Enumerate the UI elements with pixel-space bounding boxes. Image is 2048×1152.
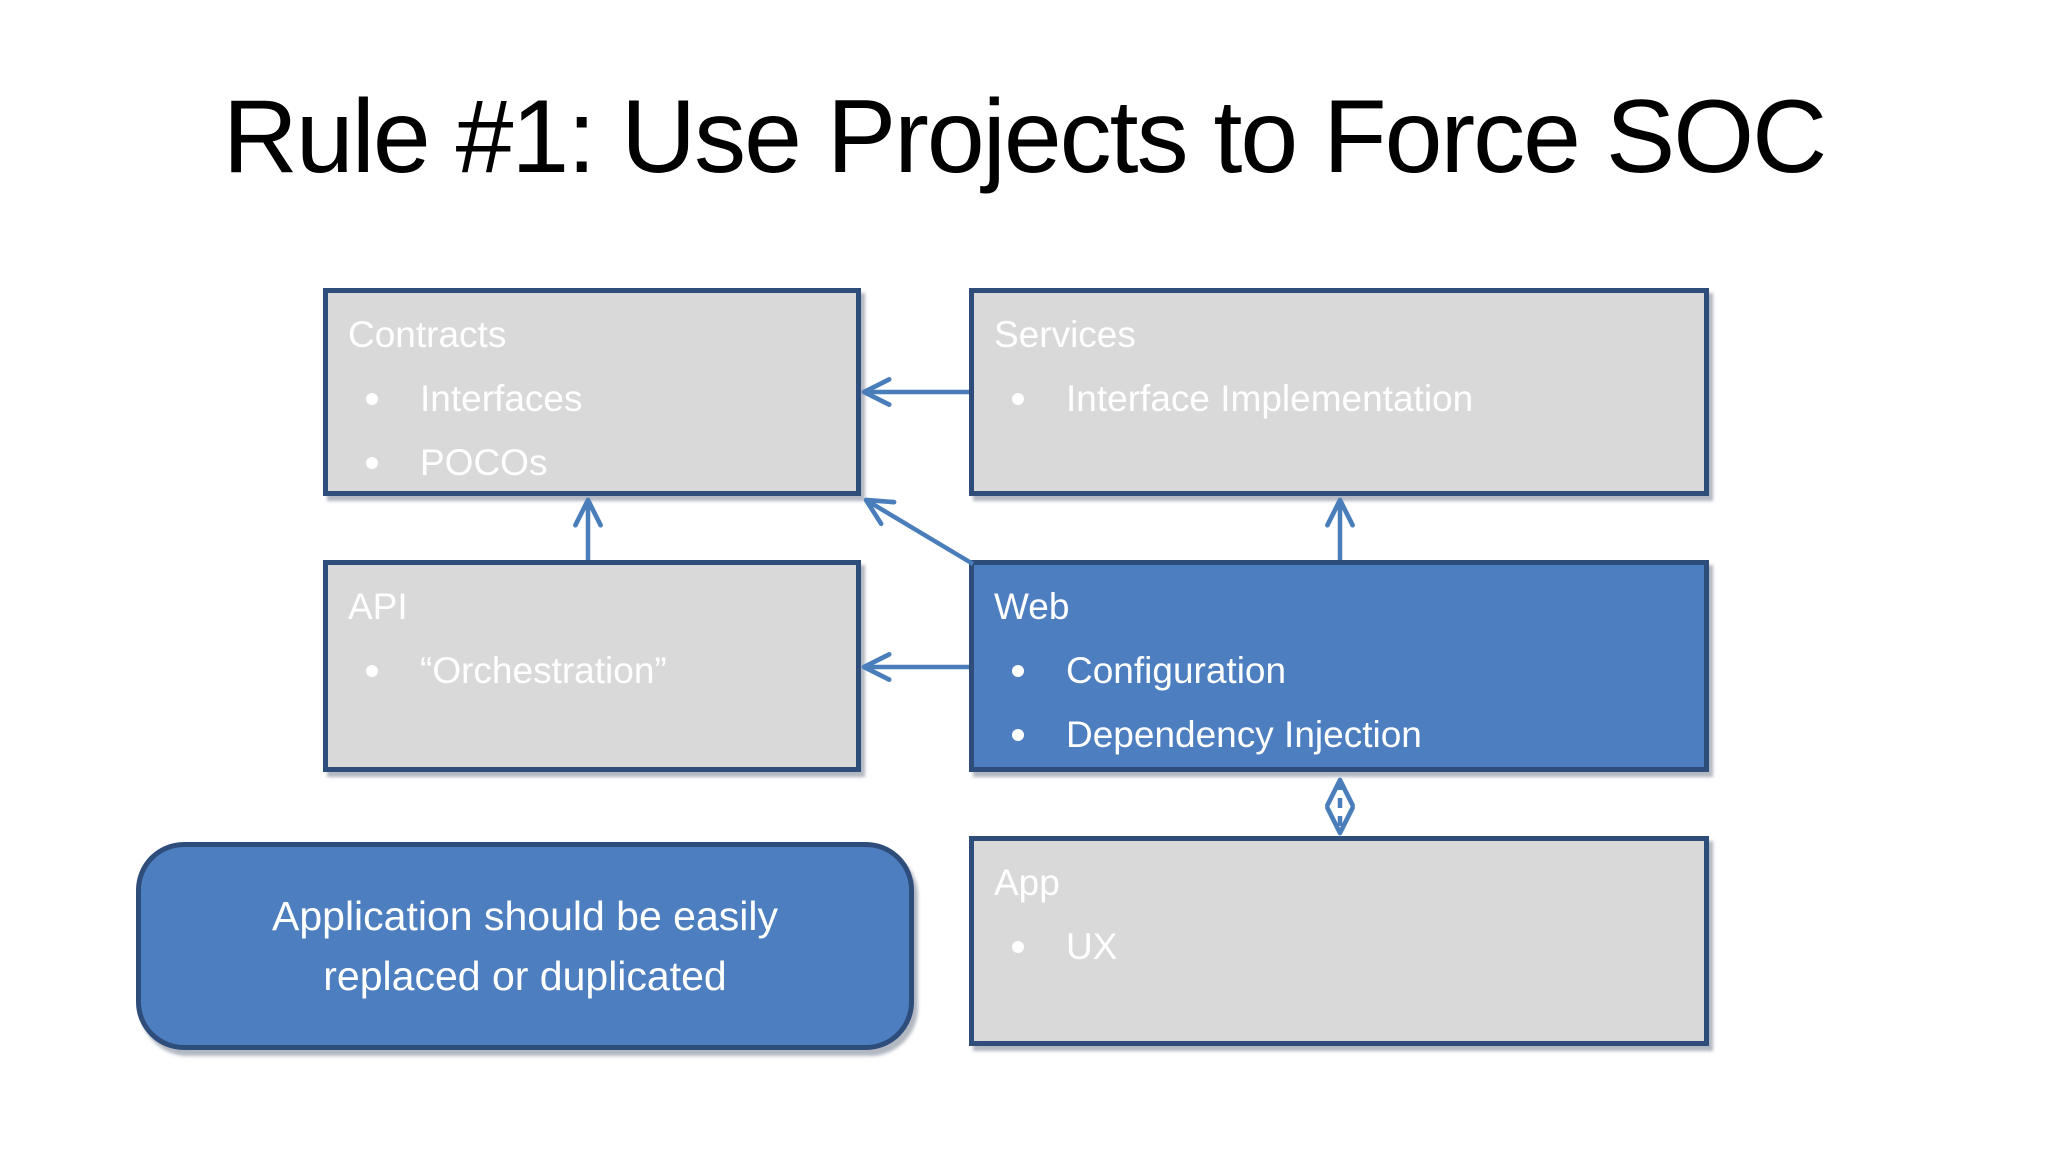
list-item-label: Dependency Injection xyxy=(1066,714,1422,755)
callout-text: Application should be easily replaced or… xyxy=(272,893,778,999)
list-item: Interfaces xyxy=(348,367,856,431)
list-item-label: Interface Implementation xyxy=(1066,378,1474,419)
box-web-header: Web xyxy=(994,586,1070,627)
list-item: POCOs xyxy=(348,431,856,495)
list-item-label: POCOs xyxy=(420,442,548,483)
bullet-icon xyxy=(366,457,378,469)
box-api-header: API xyxy=(348,586,408,627)
slide-title: Rule #1: Use Projects to Force SOC xyxy=(222,79,1827,195)
box-contracts-header: Contracts xyxy=(348,314,507,355)
list-item: UX xyxy=(994,915,1704,979)
box-app: App UX xyxy=(969,836,1709,1046)
bullet-icon xyxy=(366,393,378,405)
list-item: Interface Implementation xyxy=(994,367,1704,431)
list-item: “Orchestration” xyxy=(348,639,856,703)
box-contracts: Contracts Interfaces POCOs xyxy=(323,288,861,496)
box-services: Services Interface Implementation xyxy=(969,288,1709,496)
box-services-header: Services xyxy=(994,314,1136,355)
list-item-label: UX xyxy=(1066,926,1118,967)
list-item-label: Configuration xyxy=(1066,650,1287,691)
box-web: Web Configuration Dependency Injection xyxy=(969,560,1709,772)
bullet-icon xyxy=(1012,941,1024,953)
list-item-label: Interfaces xyxy=(420,378,583,419)
list-item: Dependency Injection xyxy=(994,703,1704,767)
arrow-web-to-contracts xyxy=(863,497,975,566)
list-item: Configuration xyxy=(994,639,1704,703)
bullet-icon xyxy=(1012,393,1024,405)
box-api: API “Orchestration” xyxy=(323,560,861,772)
box-app-header: App xyxy=(994,862,1060,903)
bullet-icon xyxy=(1012,665,1024,677)
callout-note: Application should be easily replaced or… xyxy=(136,842,914,1050)
bullet-icon xyxy=(1012,729,1024,741)
bullet-icon xyxy=(366,665,378,677)
list-item-label: “Orchestration” xyxy=(420,650,667,691)
